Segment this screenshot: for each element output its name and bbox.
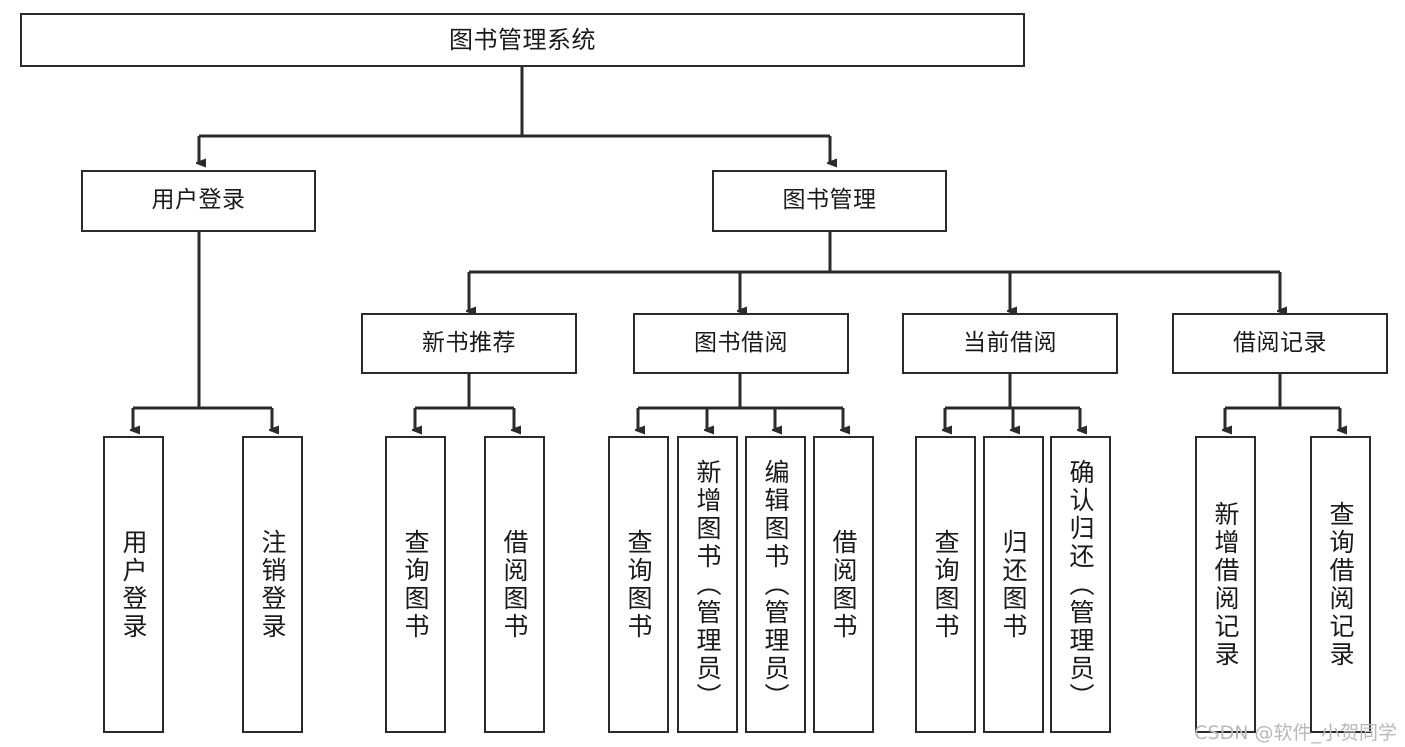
node-label: 借阅图书 [829, 528, 858, 641]
node-label: 当前借阅 [963, 329, 1057, 356]
csdn-watermark: CSDN @软件_小贺同学 [1194, 722, 1397, 744]
leaf-query-book-1[interactable]: 查询图书 [385, 436, 446, 733]
node-label: 用户登录 [119, 528, 148, 641]
node-label: 用户登录 [151, 187, 246, 214]
leaf-borrow-book-2[interactable]: 借阅图书 [813, 436, 874, 733]
node-label: 注销登录 [258, 528, 287, 641]
leaf-edit-book[interactable]: 编辑图书（管理员） [745, 436, 806, 733]
node-label: 查询图书 [401, 528, 430, 641]
node-label: 图书管理系统 [449, 25, 596, 54]
node-label: 借阅图书 [500, 528, 529, 641]
node-label: 归还图书 [999, 528, 1028, 641]
leaf-query-record[interactable]: 查询借阅记录 [1310, 436, 1371, 733]
node-root-book-management-system[interactable]: 图书管理系统 [20, 13, 1025, 67]
leaf-user-login[interactable]: 用户登录 [103, 436, 164, 733]
node-current-borrow[interactable]: 当前借阅 [902, 313, 1118, 374]
node-label: 图书管理 [782, 187, 877, 214]
node-label: 确认归还（管理员） [1066, 458, 1095, 711]
node-label: 借阅记录 [1233, 329, 1327, 356]
node-user-login[interactable]: 用户登录 [81, 170, 316, 232]
node-label: 编辑图书（管理员） [761, 458, 790, 711]
node-label: 查询借阅记录 [1326, 500, 1355, 669]
node-label: 查询图书 [931, 528, 960, 641]
leaf-borrow-book-1[interactable]: 借阅图书 [484, 436, 545, 733]
leaf-confirm-return[interactable]: 确认归还（管理员） [1050, 436, 1111, 733]
node-new-book-recommend[interactable]: 新书推荐 [361, 313, 577, 374]
leaf-query-book-2[interactable]: 查询图书 [608, 436, 669, 733]
node-book-management[interactable]: 图书管理 [712, 170, 947, 232]
node-label: 图书借阅 [694, 329, 788, 356]
leaf-return-book[interactable]: 归还图书 [983, 436, 1044, 733]
node-book-borrow[interactable]: 图书借阅 [633, 313, 849, 374]
leaf-add-record[interactable]: 新增借阅记录 [1195, 436, 1256, 733]
node-label: 查询图书 [624, 528, 653, 641]
node-label: 新书推荐 [422, 329, 516, 356]
node-label: 新增借阅记录 [1211, 500, 1240, 669]
leaf-add-book[interactable]: 新增图书（管理员） [677, 436, 738, 733]
leaf-logout[interactable]: 注销登录 [242, 436, 303, 733]
node-label: 新增图书（管理员） [693, 458, 722, 711]
node-borrow-record[interactable]: 借阅记录 [1172, 313, 1388, 374]
leaf-query-book-3[interactable]: 查询图书 [915, 436, 976, 733]
